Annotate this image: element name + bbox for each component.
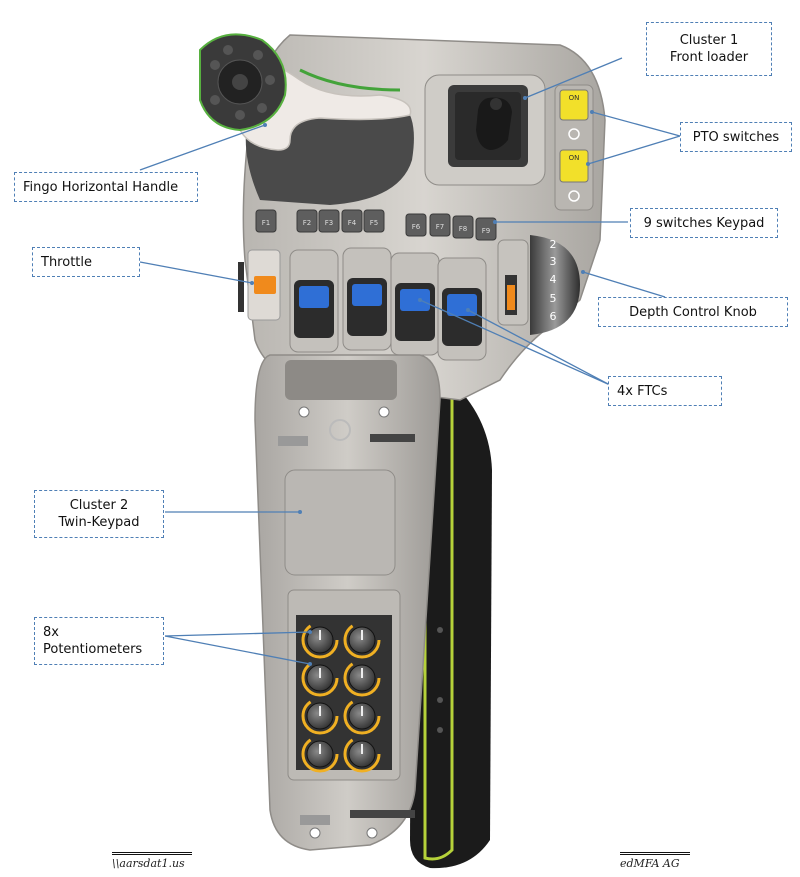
footer-left: \\aarsdat1.us [112, 852, 192, 870]
leader-lines [139, 57, 681, 665]
twin-keypad[interactable] [284, 469, 396, 576]
callout-throttle: Throttle [32, 247, 140, 277]
callout-potentiometers-line1: 8x [43, 625, 59, 640]
function-key-f4[interactable]: F4 [341, 209, 363, 233]
function-key-f8[interactable]: F8 [452, 215, 474, 239]
function-key-label: F6 [412, 223, 421, 231]
ftc-switch-4[interactable] [437, 257, 487, 361]
function-key-f7[interactable]: F7 [429, 213, 451, 237]
callout-pto-switches: PTO switches [680, 122, 792, 152]
leader-endpoints [250, 96, 594, 666]
function-key-f2[interactable]: F2 [296, 209, 318, 233]
callout-potentiometers: 8x Potentiometers [34, 617, 164, 665]
fingo-horizontal-handle[interactable] [199, 33, 412, 151]
footer-right-text: edMFA AG [620, 857, 680, 870]
function-key-label: F2 [303, 219, 311, 227]
function-key-label: F5 [370, 219, 378, 227]
function-key-f9[interactable]: F9 [475, 217, 497, 241]
ftc-switch-2[interactable] [342, 247, 392, 351]
potentiometer-6[interactable] [343, 697, 381, 735]
callout-4x-ftcs: 4x FTCs [608, 376, 722, 406]
ftc-group [289, 247, 487, 361]
potentiometer-7[interactable] [301, 735, 339, 773]
callout-cluster1: Cluster 1 Front loader [646, 22, 772, 76]
function-key-f6[interactable]: F6 [405, 213, 427, 237]
potentiometers [301, 621, 381, 773]
depth-scale-mark: 5 [550, 292, 557, 305]
callout-fingo-handle: Fingo Horizontal Handle [14, 172, 198, 202]
function-key-label: F8 [459, 225, 467, 233]
ftc-switch-3[interactable] [390, 252, 440, 356]
pto-switch-2-label: ON [569, 154, 580, 162]
potentiometer-4[interactable] [343, 659, 381, 697]
function-key-f3[interactable]: F3 [318, 209, 340, 233]
callout-cluster1-line1: Cluster 1 [679, 33, 739, 48]
callout-cluster2-line2: Twin-Keypad [58, 515, 140, 530]
callout-9-switches-keypad: 9 switches Keypad [630, 208, 778, 238]
potentiometer-2[interactable] [343, 621, 381, 659]
function-key-label: F7 [436, 223, 444, 231]
callout-cluster2-line1: Cluster 2 [69, 498, 129, 513]
potentiometer-3[interactable] [301, 659, 339, 697]
depth-scale-mark: 2 [550, 238, 557, 251]
function-key-label: F3 [325, 219, 333, 227]
ftc-switch-1[interactable] [289, 249, 339, 353]
callout-cluster1-line2: Front loader [669, 50, 749, 65]
function-key-label: F4 [348, 219, 357, 227]
front-loader-joystick[interactable] [424, 74, 546, 186]
depth-scale-mark: 3 [550, 255, 557, 268]
function-key-label: F1 [262, 219, 270, 227]
potentiometer-8[interactable] [343, 735, 381, 773]
pto-switch-1-label: ON [569, 94, 580, 102]
callout-cluster2: Cluster 2 Twin-Keypad [34, 490, 164, 538]
potentiometer-5[interactable] [301, 697, 339, 735]
depth-scale-mark: 6 [550, 310, 557, 323]
depth-scale: 2 3 4 5 6 [550, 238, 557, 323]
callout-depth-control-knob: Depth Control Knob [598, 297, 788, 327]
pto-switch-1[interactable]: ON [559, 89, 589, 140]
function-key-f5[interactable]: F5 [363, 209, 385, 233]
callout-potentiometers-line2: Potentiometers [43, 642, 143, 657]
throttle[interactable] [238, 249, 281, 321]
footer-left-text: \\aarsdat1.us [112, 857, 185, 870]
function-key-f1[interactable]: F1 [255, 209, 277, 233]
footer-right: edMFA AG [620, 852, 690, 870]
depth-scale-mark: 4 [550, 273, 557, 286]
depth-control-knob[interactable]: 2 3 4 5 6 [497, 235, 580, 335]
function-key-label: F9 [482, 227, 490, 235]
potentiometer-1[interactable] [301, 621, 339, 659]
